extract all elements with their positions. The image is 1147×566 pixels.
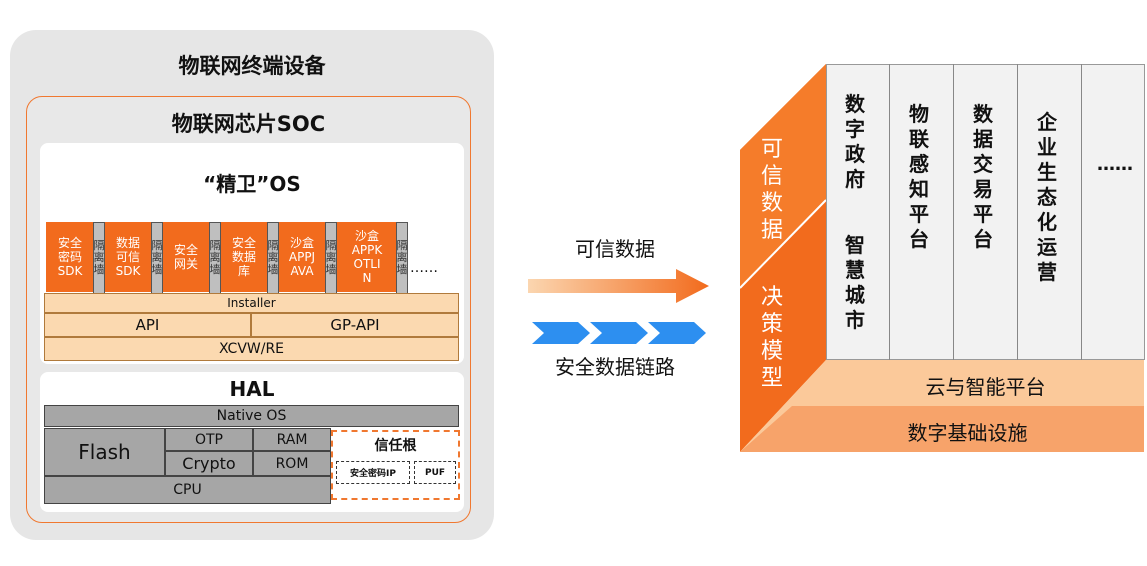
soc-title: 物联网芯片SOC [171, 112, 326, 136]
app-data-trading-platform: 数据交易平台 [973, 102, 993, 251]
hal-title: HAL [229, 377, 275, 401]
installer-layer: Installer [44, 293, 459, 313]
column-divider [953, 64, 954, 360]
flash-block: Flash [44, 428, 165, 476]
crypto-block: Crypto [165, 451, 253, 476]
gp-api-layer: GP-API [251, 313, 459, 337]
ram-block: RAM [253, 428, 331, 451]
cloud-platform-label: 云与智能平台 [925, 374, 1046, 399]
app-smart-city: 智慧城市 [845, 233, 865, 332]
apps-ellipsis: …… [410, 260, 438, 276]
firewall-5: 隔离墙 [325, 222, 337, 294]
column-divider [1017, 64, 1018, 360]
cpu-block: CPU [44, 476, 331, 504]
xcvw-layer: XCVW/RE [44, 337, 459, 361]
root-of-trust-title: 信任根 [374, 438, 417, 454]
column-divider [1081, 64, 1082, 360]
app-iot-sensing-platform: 物联感知平台 [909, 102, 929, 251]
decision-model-side-label: 决策模型 [760, 285, 783, 391]
column-divider [889, 64, 890, 360]
firewall-2: 隔离墙 [151, 222, 163, 294]
device-title: 物联网终端设备 [178, 54, 326, 78]
puf-block: PUF [414, 461, 456, 484]
rom-block: ROM [253, 451, 331, 476]
firewall-4: 隔离墙 [267, 222, 279, 294]
api-layer: API [44, 313, 251, 337]
app-more: …… [1097, 154, 1133, 175]
app-security-database: 安全数据库 [220, 222, 268, 292]
security-ip-block: 安全密码IP [336, 461, 410, 484]
trusted-data-side-label: 可信数据 [760, 137, 783, 243]
firewall-6: 隔离墙 [396, 222, 408, 294]
trusted-data-label: 可信数据 [575, 236, 655, 261]
os-title: “精卫”OS [203, 172, 301, 196]
trusted-data-arrow [528, 269, 709, 303]
cloud-cube [739, 64, 1144, 452]
firewall-1: 隔离墙 [93, 222, 105, 294]
application-panel [826, 64, 1145, 360]
digital-infrastructure-label: 数字基础设施 [907, 420, 1028, 445]
app-enterprise-ecosystem: 企业生态化运营 [1037, 109, 1057, 284]
app-digital-government: 数字政府 [845, 92, 865, 191]
otp-block: OTP [165, 428, 253, 451]
secure-link-label: 安全数据链路 [555, 354, 675, 379]
secure-link-arrows [532, 322, 706, 344]
app-security-gateway: 安全网关 [162, 222, 210, 292]
firewall-3: 隔离墙 [209, 222, 221, 294]
native-os-layer: Native OS [44, 405, 459, 427]
